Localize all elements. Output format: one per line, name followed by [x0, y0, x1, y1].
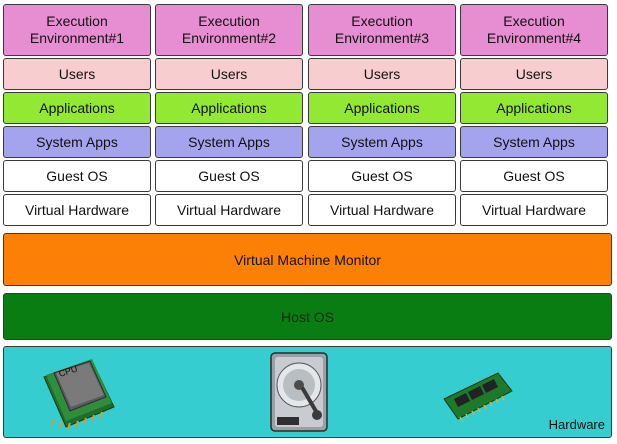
users-layer: Users [3, 58, 151, 90]
hard-disk-icon [267, 351, 331, 436]
applications-layer: Applications [460, 92, 608, 124]
environment-title-line1: Execution [503, 13, 565, 29]
applications-layer: Applications [3, 92, 151, 124]
hardware-label: Hardware [548, 417, 605, 432]
users-layer: Users [155, 58, 303, 90]
environment-title-line2: Environment#4 [486, 30, 582, 46]
applications-layer: Applications [308, 92, 456, 124]
system-apps-layer: System Apps [3, 126, 151, 158]
system-apps-layer: System Apps [308, 126, 456, 158]
environment-title-line1: Execution [351, 13, 413, 29]
system-apps-layer: System Apps [155, 126, 303, 158]
environment-title-line1: Execution [46, 13, 108, 29]
virtual-hardware-layer: Virtual Hardware [155, 194, 303, 226]
vmm-label: Virtual Machine Monitor [234, 251, 381, 268]
environment-title-line2: Environment#2 [181, 30, 277, 46]
environment-title-line2: Environment#1 [29, 30, 125, 46]
virtual-hardware-layer: Virtual Hardware [460, 194, 608, 226]
environment-title-line2: Environment#3 [334, 30, 430, 46]
guest-os-layer: Guest OS [460, 160, 608, 192]
system-apps-layer: System Apps [460, 126, 608, 158]
environment-title-line1: Execution [198, 13, 260, 29]
users-layer: Users [308, 58, 456, 90]
memory-module-icon [440, 369, 516, 428]
guest-os-layer: Guest OS [308, 160, 456, 192]
vmm-layer: Virtual Machine Monitor [3, 233, 612, 286]
host-os-label: Host OS [281, 308, 334, 325]
guest-os-layer: Guest OS [3, 160, 151, 192]
users-layer: Users [460, 58, 608, 90]
applications-layer: Applications [155, 92, 303, 124]
guest-os-layer: Guest OS [155, 160, 303, 192]
hardware-layer: CPU Hardware [3, 346, 612, 438]
host-os-layer: Host OS [3, 293, 612, 340]
virtual-hardware-layer: Virtual Hardware [3, 194, 151, 226]
cpu-chip-icon: CPU [34, 355, 119, 436]
virtual-hardware-layer: Virtual Hardware [308, 194, 456, 226]
